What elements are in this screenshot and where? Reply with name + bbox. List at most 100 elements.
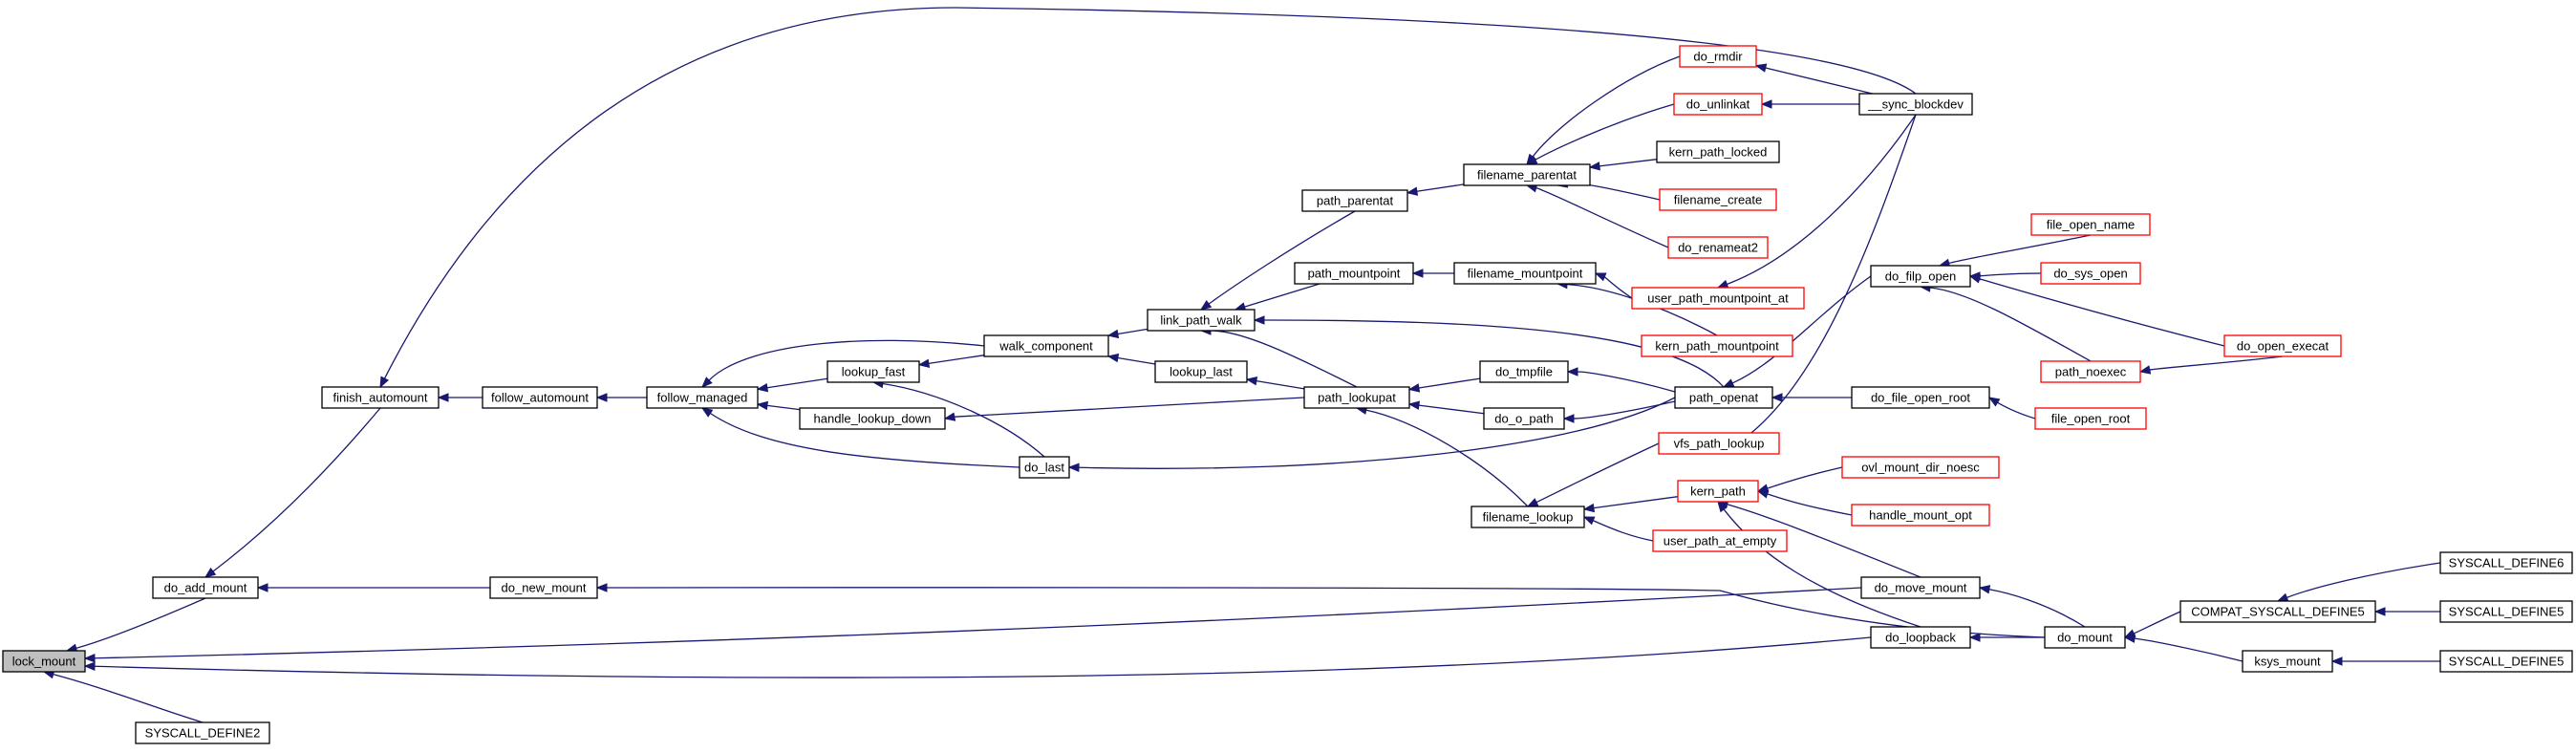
call-edge-do-tmpfile-to-path-lookupat [1407,377,1481,393]
call-edge-user-path-mountpoint-at-to-filename-mountpoint [1594,272,1633,299]
node-kern-path-mountpoint[interactable]: kern_path_mountpoint [1641,334,1793,357]
node-syscall-define6[interactable]: SYSCALL_DEFINE6 [2439,551,2573,574]
node-lookup-fast[interactable]: lookup_fast [826,360,920,383]
node-user-path-mountpoint-at[interactable]: user_path_mountpoint_at [1631,287,1805,310]
node-label: __sync_blockdev [1867,97,1964,112]
node-compat-syscall-define5[interactable]: COMPAT_SYSCALL_DEFINE5 [2179,600,2376,623]
call-edge-follow-automount-to-finish-automount [437,393,483,402]
edge-line [1723,508,1921,628]
node-lookup-last[interactable]: lookup_last [1154,360,1248,383]
node-label: path_lookupat [1318,391,1396,405]
node-path-parentat[interactable]: path_parentat [1301,189,1408,212]
edge-line [1535,442,1660,504]
node-do-o-path[interactable]: do_o_path [1483,407,1565,430]
node-walk-component[interactable]: walk_component [983,334,1109,357]
call-edge-finish-automount-to-do-add-mount [204,407,381,578]
node-box [1674,386,1773,409]
edge-line [766,404,801,411]
node-box [1679,45,1757,68]
edge-line [1365,409,1529,507]
node-file-open-root[interactable]: file_open_root [2034,407,2147,430]
node-do-sys-open[interactable]: do_sys_open [2040,262,2141,285]
call-edge-handle-lookup-down-to-follow-managed [756,400,801,411]
node-do-mount[interactable]: do_mount [2044,626,2126,649]
call-edge-compat-syscall-define5-to-do-mount [2123,611,2181,638]
node-link-path-walk[interactable]: link_path_walk [1147,309,1256,332]
node-box [2179,600,2376,623]
node-do-move-mount[interactable]: do_move_mount [1860,576,1981,599]
node-path-noexec[interactable]: path_noexec [2040,360,2141,383]
node-handle-mount-opt[interactable]: handle_mount_opt [1851,504,1990,527]
node-follow-managed[interactable]: follow_managed [646,386,759,409]
node-filename-mountpoint[interactable]: filename_mountpoint [1453,262,1597,285]
arrowhead [917,358,931,368]
arrowhead [379,376,389,389]
node-box [826,360,920,383]
node-syscall-define2[interactable]: SYSCALL_DEFINE2 [135,721,270,744]
node-do-renameat2[interactable]: do_renameat2 [1667,236,1769,259]
node-do-open-execat[interactable]: do_open_execat [2223,334,2342,357]
node-label: path_mountpoint [1308,267,1401,281]
node-do-tmpfile[interactable]: do_tmpfile [1479,360,1569,383]
node-box [1483,407,1565,430]
call-edge-path-parentat-to-link-path-walk [1199,210,1356,311]
node-box [489,576,598,599]
node-do-filp-open[interactable]: do_filp_open [1870,265,1971,288]
arrowhead [756,382,769,393]
node-box [1470,506,1585,528]
edge-line [1263,319,1725,388]
node-syscall-define5-b[interactable]: SYSCALL_DEFINE5 [2439,650,2573,673]
edge-line [1765,67,1873,95]
call-edge-link-path-walk-to-walk-component [1106,328,1148,339]
node-user-path-at-empty[interactable]: user_path_at_empty [1652,529,1788,552]
node-box [2242,650,2333,673]
node-box [1841,456,2000,479]
arrowhead [1407,400,1421,410]
node-do-rmdir[interactable]: do_rmdir [1679,45,1757,68]
node-filename-create[interactable]: filename_create [1659,188,1777,211]
node-do-file-open-root[interactable]: do_file_open_root [1851,386,1990,409]
arrowhead [1562,414,1575,423]
node-kern-path-locked[interactable]: kern_path_locked [1656,140,1780,163]
arrowhead [1722,378,1735,388]
node-lock-mount[interactable]: lock_mount [2,650,86,673]
edge-line [2134,637,2243,662]
node-filename-parentat[interactable]: filename_parentat [1463,163,1591,186]
arrowhead [1968,633,1981,642]
edge-line [1731,275,1872,384]
arrowhead [1771,393,1783,402]
edge-line [1256,379,1305,390]
arrowhead [2276,592,2289,602]
node-do-loopback[interactable]: do_loopback [1870,626,1971,649]
node-path-lookupat[interactable]: path_lookupat [1303,386,1410,409]
node-ksys-mount[interactable]: ksys_mount [2242,650,2333,673]
node-vfs-path-lookup[interactable]: vfs_path_lookup [1658,432,1780,455]
node-kern-path[interactable]: kern_path [1677,480,1759,503]
call-edge-do-loopback-to-lock-mount [83,636,1872,678]
node-ovl-mount-dir-noesc[interactable]: ovl_mount_dir_noesc [1841,456,2000,479]
call-edge-path-mountpoint-to-link-path-walk [1234,283,1320,312]
edge-line [1988,589,2086,628]
node-do-add-mount[interactable]: do_add_mount [152,576,259,599]
node-path-mountpoint[interactable]: path_mountpoint [1294,262,1414,285]
node-sync-blockdev[interactable]: __sync_blockdev [1858,93,1973,116]
node-do-new-mount[interactable]: do_new_mount [489,576,598,599]
edge-line [1418,404,1485,415]
node-box [1870,265,1971,288]
node-do-last[interactable]: do_last [1019,456,1070,479]
node-file-open-name[interactable]: file_open_name [2030,213,2151,236]
node-handle-lookup-down[interactable]: handle_lookup_down [799,407,946,430]
node-box [1677,480,1759,503]
node-finish-automount[interactable]: finish_automount [321,386,440,409]
edge-line [1078,397,1676,469]
node-do-unlinkat[interactable]: do_unlinkat [1673,93,1763,116]
edge-line [1767,493,1853,516]
node-follow-automount[interactable]: follow_automount [482,386,598,409]
edge-line [1535,187,1669,248]
node-filename-lookup[interactable]: filename_lookup [1470,506,1585,528]
node-syscall-define5-a[interactable]: SYSCALL_DEFINE5 [2439,600,2573,623]
node-box [2439,650,2573,673]
node-path-openat[interactable]: path_openat [1674,386,1773,409]
arrowhead [2330,656,2343,666]
call-edge-do-last-to-follow-managed [700,407,1020,468]
